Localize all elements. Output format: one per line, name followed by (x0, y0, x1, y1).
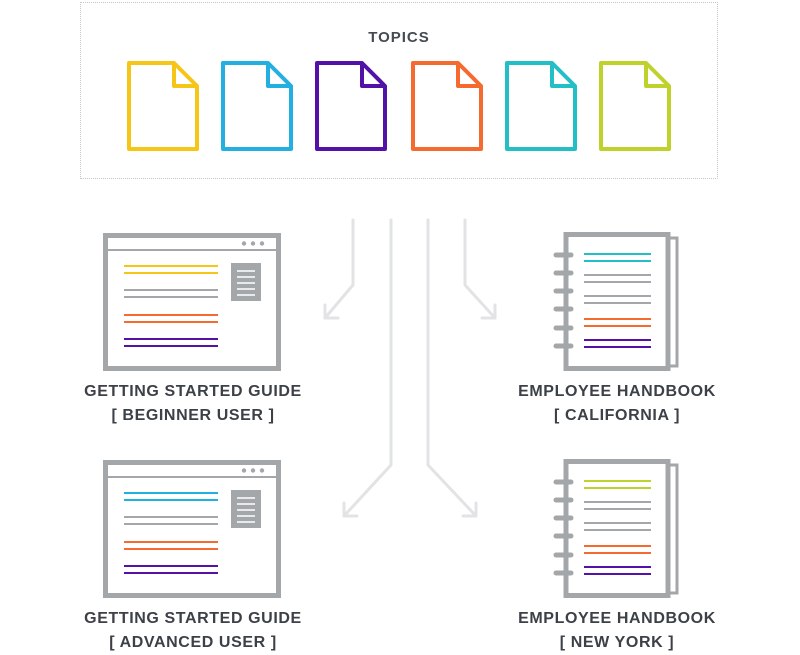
document-icon (505, 61, 577, 151)
output-subtitle: [ BEGINNER USER ] (111, 407, 275, 424)
browser-window-icon (103, 460, 281, 598)
browser-window-icon (103, 233, 281, 371)
window-frame (103, 460, 281, 598)
document-icon (315, 61, 387, 151)
window-dot (259, 468, 265, 473)
window-dot (259, 241, 265, 246)
output-caption: EMPLOYEE HANDBOOK [ CALIFORNIA ] (487, 380, 747, 428)
document-icon (599, 61, 671, 151)
arrow-to-advanced-guide (342, 218, 393, 518)
output-caption: GETTING STARTED GUIDE [ ADVANCED USER ] (63, 607, 323, 655)
output-title: GETTING STARTED GUIDE (84, 383, 302, 400)
window-dot (250, 468, 256, 473)
window-frame (103, 233, 281, 371)
window-dot (241, 468, 247, 473)
notebook-icon (553, 232, 679, 371)
output-title: GETTING STARTED GUIDE (84, 610, 302, 627)
topics-title: TOPICS (368, 29, 430, 46)
output-title: EMPLOYEE HANDBOOK (518, 610, 716, 627)
document-icon (221, 61, 293, 151)
output-subtitle: [ CALIFORNIA ] (553, 407, 680, 424)
arrow-to-newyork-handbook (426, 218, 478, 518)
window-dot (250, 241, 256, 246)
window-dot (241, 241, 247, 246)
topics-box: TOPICS (80, 2, 718, 179)
notebook-icon (553, 459, 679, 598)
output-caption: EMPLOYEE HANDBOOK [ NEW YORK ] (487, 607, 747, 655)
arrow-to-california-handbook (463, 218, 497, 320)
output-title: EMPLOYEE HANDBOOK (518, 383, 716, 400)
output-caption: GETTING STARTED GUIDE [ BEGINNER USER ] (63, 380, 323, 428)
document-icon (127, 61, 199, 151)
output-subtitle: [ NEW YORK ] (559, 634, 675, 651)
document-icon (411, 61, 483, 151)
arrow-to-beginner-guide (323, 218, 355, 320)
output-subtitle: [ ADVANCED USER ] (109, 634, 277, 651)
